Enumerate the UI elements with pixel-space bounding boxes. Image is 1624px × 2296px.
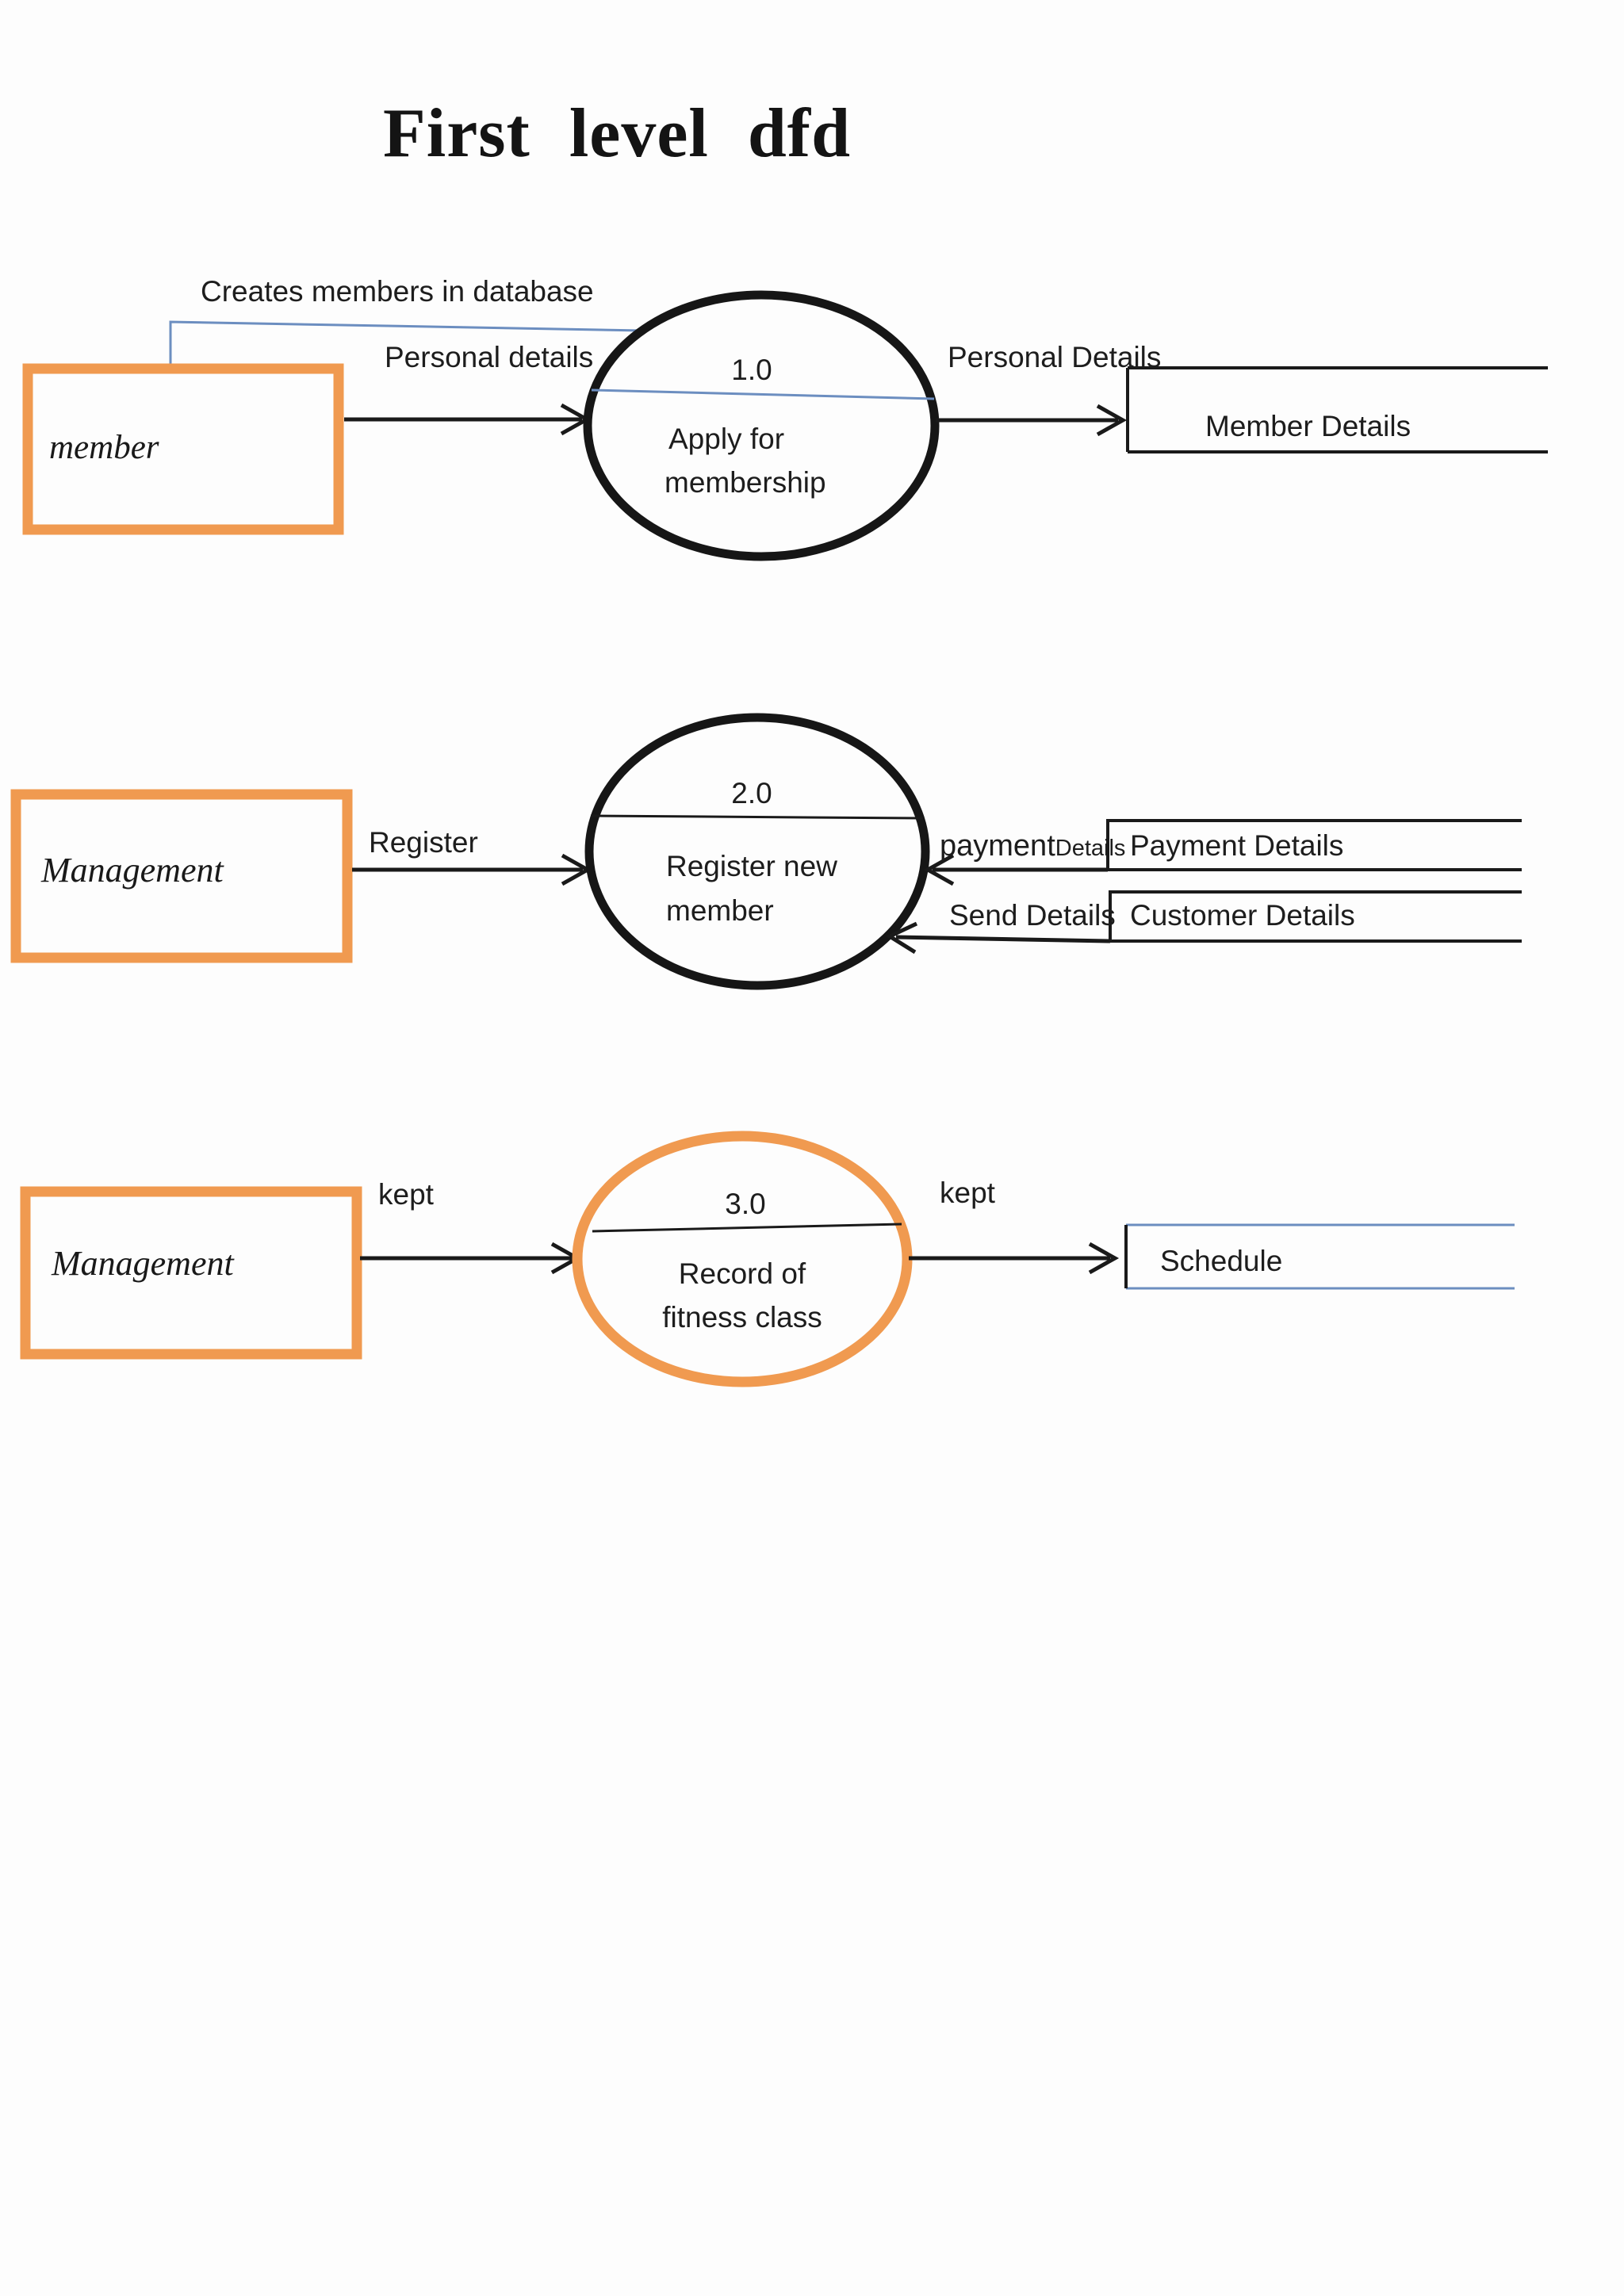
process1-name-line2: membership (665, 466, 826, 499)
flow-process3-to-schedule-arrowhead (1088, 1242, 1120, 1275)
process1-id: 1.0 (731, 354, 772, 386)
page-title: First level dfd (383, 95, 852, 172)
process3-name-line2: fitness class (662, 1301, 822, 1334)
creates-members-connector-line (169, 320, 643, 374)
process3-name-line1: Record of (678, 1257, 806, 1290)
flow-send-details-to-process2-arrowhead (885, 921, 918, 955)
member-details-store-label: Member Details (1205, 410, 1411, 442)
flow-label-register: Register (369, 826, 478, 859)
flow-label-personal-details-right: Personal Details (948, 341, 1162, 373)
management-entity-box-row2 (10, 789, 353, 963)
customer-details-store-label: Customer Details (1130, 899, 1355, 932)
flow-payment-to-process2-arrowhead (923, 853, 955, 886)
process2-circle (584, 713, 930, 990)
flow-label-send-details: Send Details (949, 899, 1116, 932)
flow-label-kept-left: kept (378, 1178, 434, 1211)
member-entity-label: member (49, 429, 159, 466)
process1-circle (583, 290, 940, 561)
process3-divider-line (592, 1223, 902, 1233)
flow-label-kept-right: kept (940, 1177, 995, 1209)
payment-details-store-label: Payment Details (1130, 829, 1344, 862)
management-entity-box-row3 (20, 1186, 362, 1360)
process2-name-line1: Register new (666, 850, 837, 882)
process2-name-line2: member (666, 894, 774, 927)
schedule-store-label: Schedule (1160, 1245, 1283, 1277)
process1-name-line1: Apply for (668, 423, 785, 455)
member-entity-box (22, 363, 344, 535)
process3-circle (572, 1131, 913, 1387)
flow-label-personal-details-left: Personal details (385, 341, 594, 373)
management-entity-label-row3: Management (52, 1244, 234, 1283)
flow-label-payment-big: payment (940, 829, 1055, 863)
process2-id: 2.0 (731, 777, 772, 809)
process3-id: 3.0 (725, 1188, 766, 1220)
process1-divider-line (591, 388, 935, 400)
flow-label-payment-small: Details (1055, 836, 1126, 861)
management-entity-label-row2: Management (41, 851, 224, 890)
flow-process1-to-store-arrowhead (1096, 404, 1128, 437)
flow-send-details-to-process2-line (895, 935, 1111, 943)
process2-divider-line (590, 814, 924, 820)
creates-members-annotation: Creates members in database (201, 275, 594, 308)
